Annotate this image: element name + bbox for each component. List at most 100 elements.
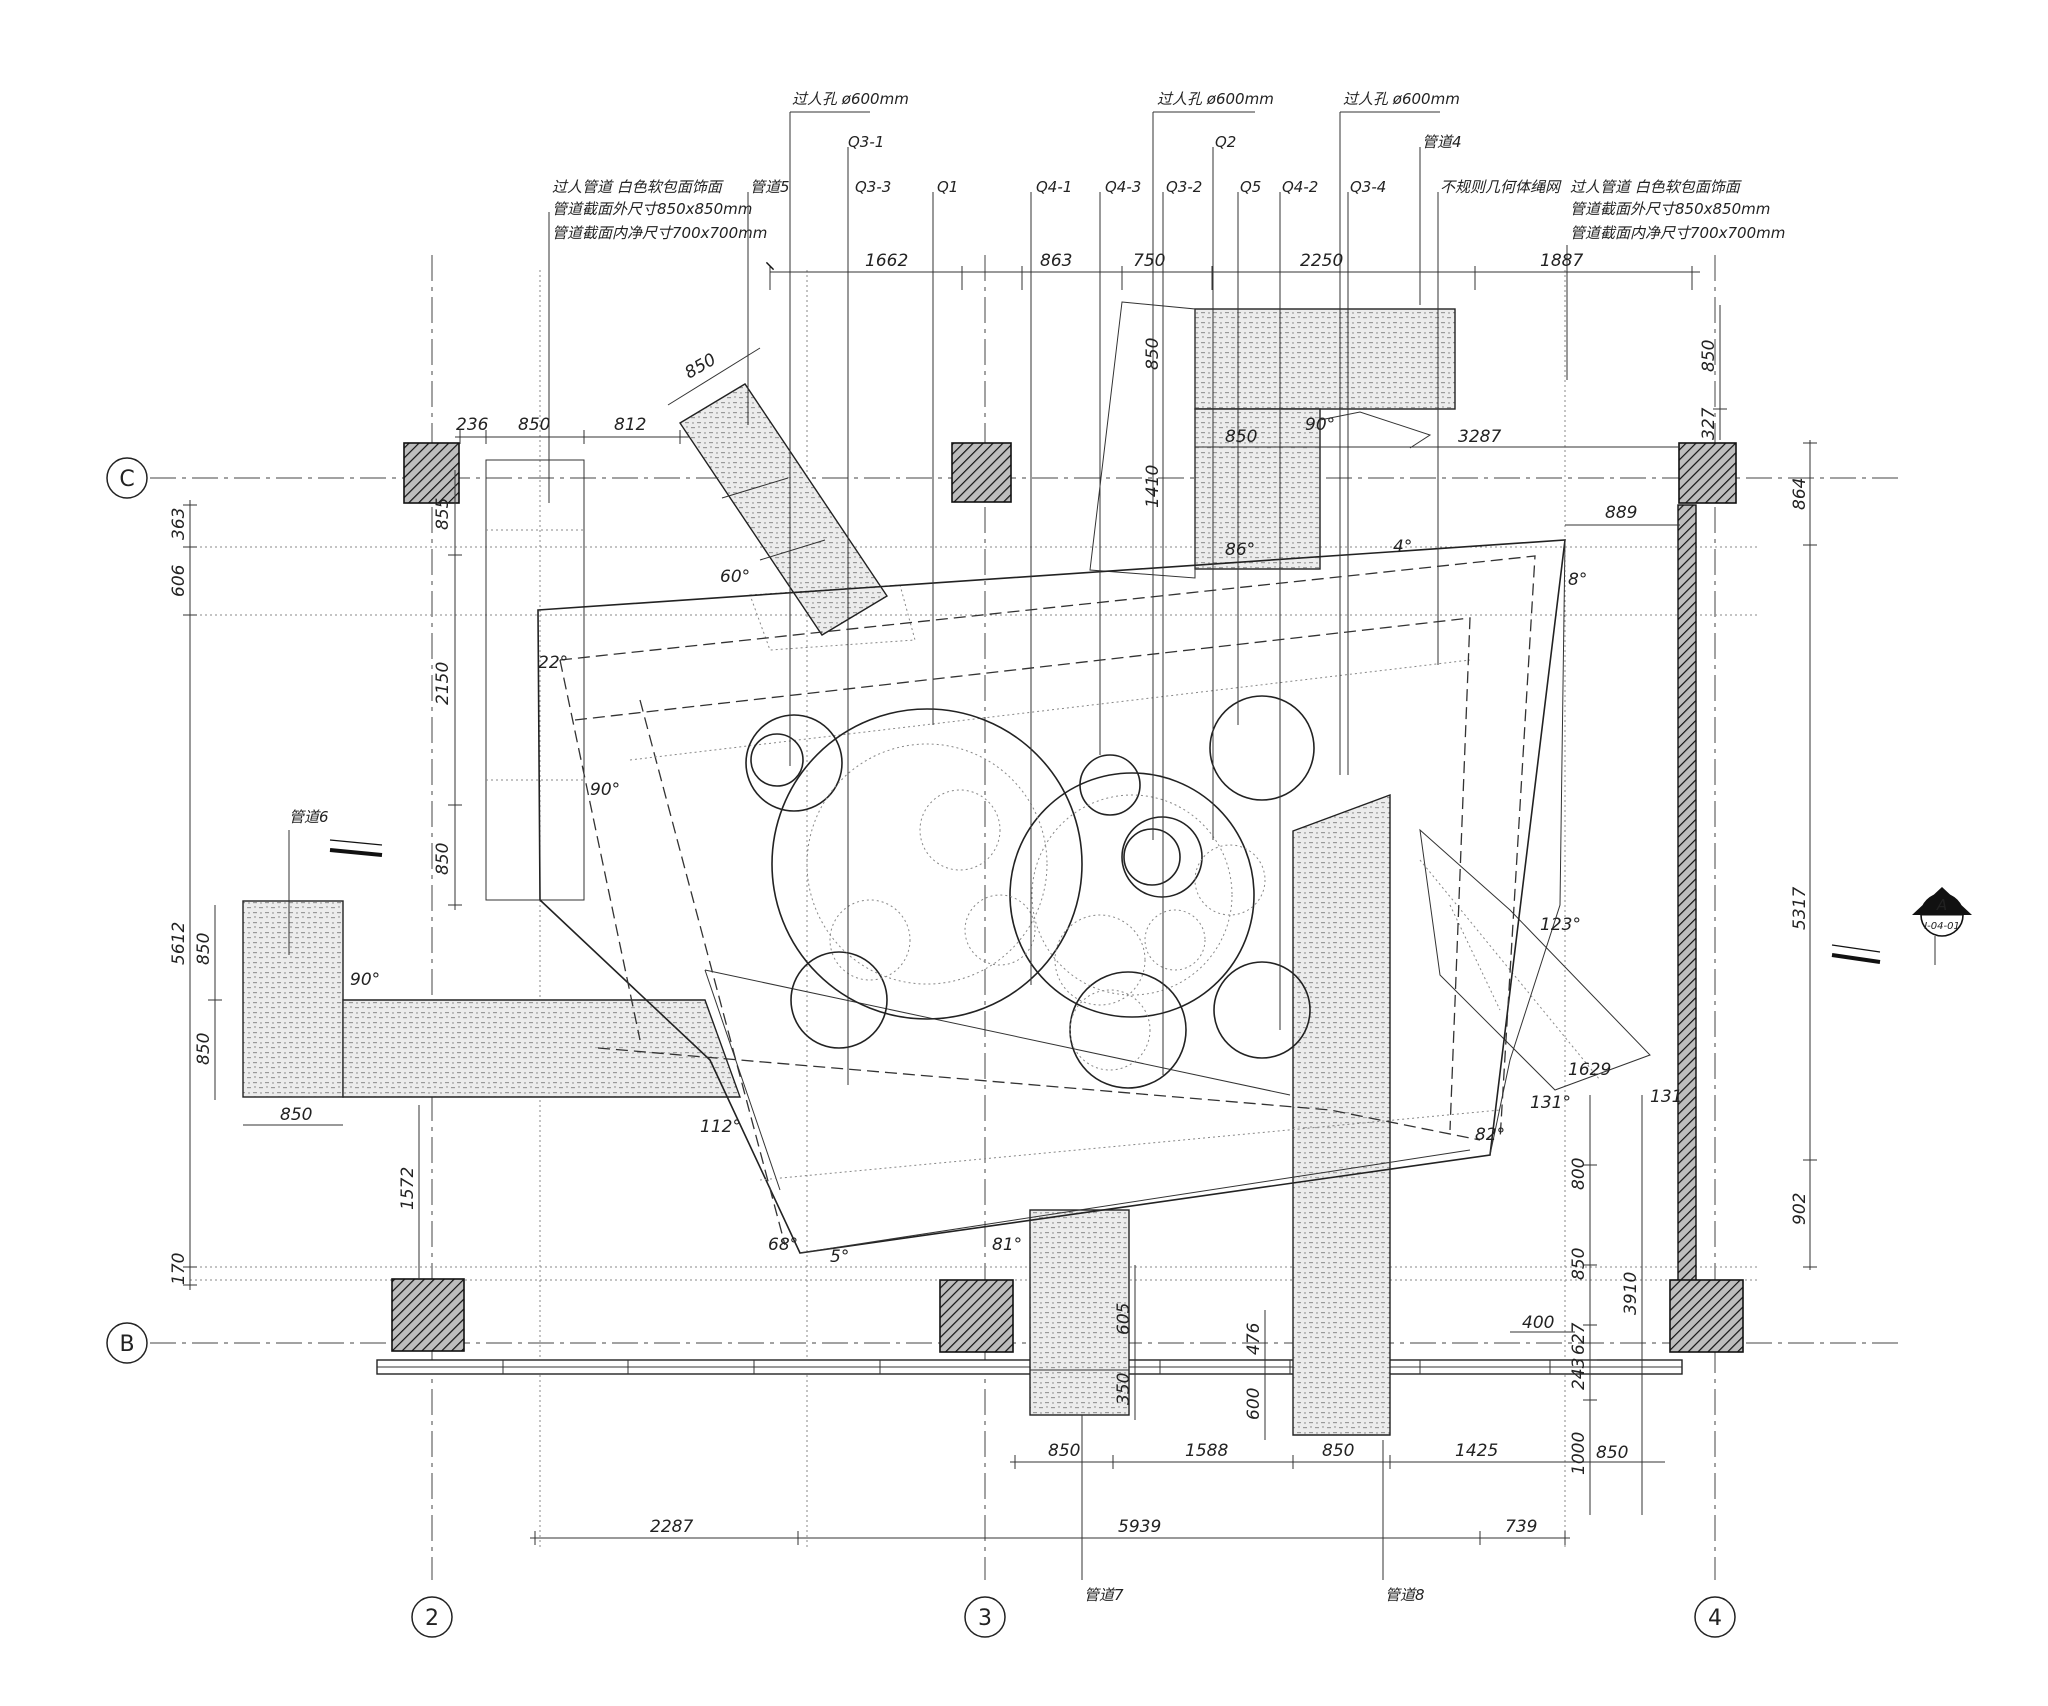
svg-text:889: 889 bbox=[1605, 503, 1637, 523]
manhole-label-1: 过人孔 ø600mm bbox=[792, 90, 909, 108]
svg-text:850: 850 bbox=[433, 843, 453, 875]
spheres bbox=[745, 695, 1315, 1089]
column-c4 bbox=[1678, 442, 1737, 504]
section-marker: A I-04-01 bbox=[329, 839, 1972, 965]
column-c3 bbox=[951, 442, 1012, 503]
svg-text:90°: 90° bbox=[590, 780, 620, 800]
svg-text:476: 476 bbox=[1244, 1322, 1264, 1355]
svg-text:68°: 68° bbox=[768, 1235, 798, 1255]
label-q3-3: Q3-3 bbox=[855, 178, 891, 196]
svg-text:2150: 2150 bbox=[433, 662, 453, 705]
svg-text:5317: 5317 bbox=[1790, 887, 1810, 930]
svg-text:850: 850 bbox=[1143, 338, 1163, 370]
svg-text:864: 864 bbox=[1790, 478, 1810, 510]
svg-text:22°: 22° bbox=[538, 653, 568, 673]
svg-text:1572: 1572 bbox=[398, 1167, 418, 1210]
svg-text:400: 400 bbox=[1522, 1313, 1554, 1333]
column-b4 bbox=[1669, 1279, 1744, 1353]
structural-columns bbox=[391, 442, 1744, 1353]
svg-text:750: 750 bbox=[1133, 251, 1165, 271]
svg-text:902: 902 bbox=[1790, 1193, 1810, 1225]
duct-6 bbox=[242, 900, 741, 1098]
label-q3-2: Q3-2 bbox=[1166, 178, 1202, 196]
svg-text:131°: 131° bbox=[1530, 1093, 1571, 1113]
svg-text:5°: 5° bbox=[830, 1247, 849, 1267]
svg-text:90°: 90° bbox=[1305, 415, 1335, 435]
svg-text:81°: 81° bbox=[992, 1235, 1022, 1255]
label-q5: Q5 bbox=[1240, 178, 1261, 196]
svg-text:863: 863 bbox=[1040, 251, 1072, 271]
svg-text:3910: 3910 bbox=[1621, 1272, 1641, 1315]
svg-text:2250: 2250 bbox=[1300, 251, 1343, 271]
duct-5 bbox=[679, 383, 916, 651]
right-note-line-2: 管道截面外尺寸850x850mm bbox=[1570, 200, 1770, 218]
duct-7 bbox=[1029, 1209, 1130, 1416]
svg-text:A: A bbox=[1936, 896, 1947, 914]
svg-text:3: 3 bbox=[978, 1606, 992, 1631]
svg-text:86°: 86° bbox=[1225, 540, 1255, 560]
svg-text:8°: 8° bbox=[1568, 570, 1587, 590]
svg-text:5939: 5939 bbox=[1118, 1517, 1161, 1537]
left-note-line-2: 管道截面外尺寸850x850mm bbox=[552, 200, 752, 218]
svg-text:627: 627 bbox=[1569, 1322, 1589, 1355]
svg-text:850: 850 bbox=[1569, 1248, 1589, 1280]
column-b3 bbox=[939, 1279, 1014, 1353]
axis-bubble-b: B bbox=[106, 1322, 148, 1364]
svg-text:123°: 123° bbox=[1540, 915, 1581, 935]
left-vertical-duct bbox=[485, 459, 585, 901]
svg-text:1000: 1000 bbox=[1569, 1432, 1589, 1475]
axis-bubble-4: 4 bbox=[1694, 1596, 1736, 1638]
label-q4-3: Q4-3 bbox=[1105, 178, 1141, 196]
right-note-line-3: 管道截面内净尺寸700x700mm bbox=[1570, 224, 1785, 242]
svg-text:1629: 1629 bbox=[1568, 1060, 1611, 1080]
svg-text:1410: 1410 bbox=[1143, 465, 1163, 508]
label-duct-6: 管道6 bbox=[289, 808, 329, 826]
label-irregular-net: 不规则几何体绳网 bbox=[1440, 178, 1562, 196]
label-q2: Q2 bbox=[1215, 133, 1236, 151]
svg-text:850: 850 bbox=[1322, 1441, 1354, 1461]
svg-text:363: 363 bbox=[169, 508, 189, 540]
svg-text:850: 850 bbox=[682, 350, 720, 384]
angle-labels: 60° 22° 90° 90° 90° 112° 68° 81° 82° 131… bbox=[350, 415, 1587, 1267]
irregular-net-body bbox=[537, 539, 1566, 1254]
svg-text:812: 812 bbox=[614, 415, 646, 435]
svg-text:739: 739 bbox=[1505, 1517, 1537, 1537]
label-duct-4: 管道4 bbox=[1422, 133, 1462, 151]
column-c2 bbox=[403, 442, 460, 504]
svg-text:800: 800 bbox=[1569, 1158, 1589, 1190]
label-duct-5: 管道5 bbox=[750, 178, 790, 196]
axis-bubble-2: 2 bbox=[411, 1596, 453, 1638]
duct-q2 bbox=[1089, 301, 1432, 579]
duct-4 bbox=[1194, 308, 1456, 410]
label-q3-4: Q3-4 bbox=[1350, 178, 1386, 196]
svg-text:600: 600 bbox=[1244, 1388, 1264, 1420]
svg-text:4°: 4° bbox=[1393, 537, 1412, 557]
svg-text:82°: 82° bbox=[1475, 1125, 1505, 1145]
label-q4-2: Q4-2 bbox=[1282, 178, 1318, 196]
left-note-line-3: 管道截面内净尺寸700x700mm bbox=[552, 224, 767, 242]
duct-8 bbox=[1292, 793, 1391, 1436]
svg-text:112°: 112° bbox=[700, 1117, 741, 1137]
manhole-label-2: 过人孔 ø600mm bbox=[1157, 90, 1274, 108]
svg-text:850: 850 bbox=[1596, 1443, 1628, 1463]
label-q1: Q1 bbox=[937, 178, 958, 196]
svg-text:B: B bbox=[119, 1332, 134, 1357]
svg-text:4: 4 bbox=[1708, 1606, 1722, 1631]
svg-text:1662: 1662 bbox=[865, 251, 908, 271]
svg-text:855: 855 bbox=[433, 498, 453, 530]
svg-text:850: 850 bbox=[194, 1033, 214, 1065]
dimension-lines bbox=[183, 261, 1817, 1545]
svg-text:C: C bbox=[119, 467, 134, 492]
annotations: 过人孔 ø600mm 过人孔 ø600mm 过人孔 ø600mm Q3-1 Q3… bbox=[289, 90, 1785, 1604]
svg-text:2: 2 bbox=[425, 1606, 439, 1631]
svg-text:850: 850 bbox=[280, 1105, 312, 1125]
svg-text:243: 243 bbox=[1569, 1358, 1589, 1390]
label-q3-1: Q3-1 bbox=[848, 133, 884, 151]
right-note-line-1: 过人管道 白色软包面饰面 bbox=[1570, 178, 1743, 196]
svg-text:1425: 1425 bbox=[1455, 1441, 1498, 1461]
svg-text:850: 850 bbox=[1699, 340, 1719, 372]
svg-text:850: 850 bbox=[1225, 427, 1257, 447]
leader-lines bbox=[288, 111, 1568, 1580]
label-duct-7: 管道7 bbox=[1084, 1586, 1124, 1604]
